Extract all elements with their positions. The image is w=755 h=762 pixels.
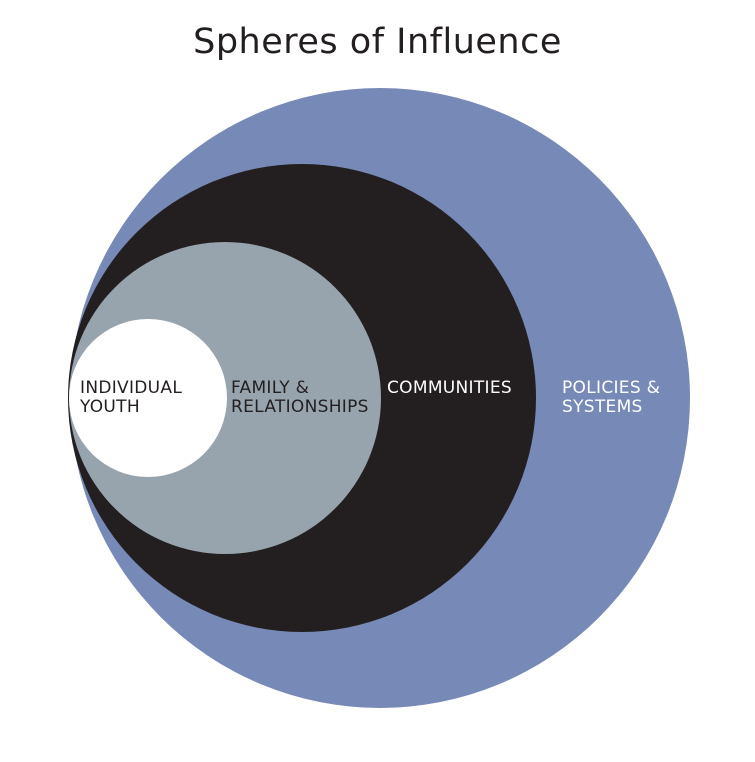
sphere-individual-youth: [69, 319, 227, 477]
label-policies-systems: POLICIES & SYSTEMS: [562, 378, 666, 417]
label-policies-systems-line-1: POLICIES &: [562, 378, 660, 398]
label-individual-youth-line-1: INDIVIDUAL: [80, 378, 182, 398]
label-family-relationships: FAMILY & RELATIONSHIPS: [231, 378, 369, 417]
label-individual-youth-line-2: YOUTH: [79, 397, 140, 417]
label-communities-line-1: COMMUNITIES: [387, 378, 512, 398]
label-family-relationships-line-1: FAMILY &: [231, 378, 309, 398]
label-individual-youth: INDIVIDUAL YOUTH: [79, 378, 188, 417]
diagram-title: Spheres of Influence: [193, 22, 562, 62]
label-family-relationships-line-2: RELATIONSHIPS: [231, 397, 369, 417]
label-communities: COMMUNITIES: [387, 378, 512, 398]
label-policies-systems-line-2: SYSTEMS: [562, 397, 643, 417]
